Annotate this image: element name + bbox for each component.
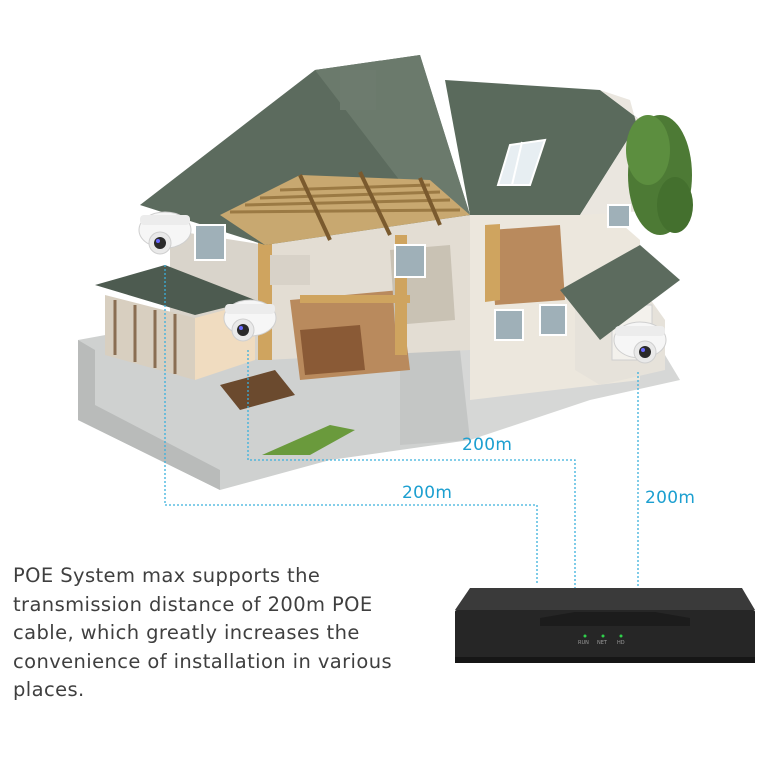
nvr-recorder [455, 588, 755, 663]
cable-middle [247, 350, 576, 590]
distance-label-right: 200m [645, 488, 696, 508]
nvr-led-net-label: NET [597, 640, 607, 646]
cable-lines [164, 265, 639, 590]
dome-camera-right [613, 321, 667, 364]
dome-camera-left [138, 211, 192, 255]
distance-label-left: 200m [402, 483, 453, 503]
nvr-led-run-label: RUN [578, 640, 589, 646]
house-illustration [78, 55, 693, 490]
cable-left [164, 265, 538, 585]
distance-label-middle: 200m [462, 435, 513, 455]
nvr-led-hd-label: HD [617, 640, 625, 646]
description-text: POE System max supports the transmission… [13, 564, 393, 701]
dome-camera-middle [223, 299, 277, 342]
